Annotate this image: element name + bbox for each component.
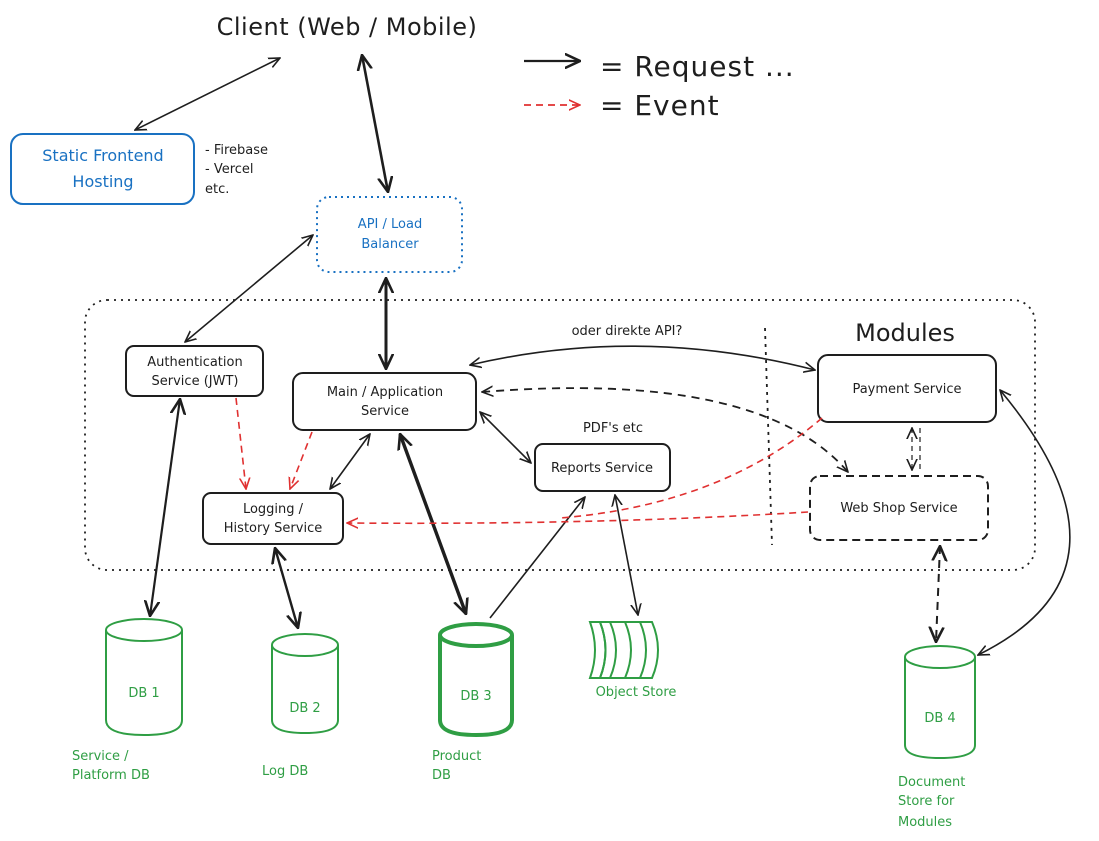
frontend-note-1: - Firebase xyxy=(205,143,268,158)
api-gateway-box xyxy=(316,196,463,273)
auth-label-1: Authentication xyxy=(147,355,242,370)
arrow-api-auth xyxy=(185,235,313,342)
payment-label: Payment Service xyxy=(852,382,961,397)
db3-caption-1: Product xyxy=(432,749,481,764)
logging-label-1: Logging / xyxy=(243,502,304,517)
modules-container xyxy=(84,299,1036,571)
reports-note: PDF's etc xyxy=(583,421,643,436)
db4-caption-1: Document xyxy=(898,775,965,790)
objstore-caption: Object Store xyxy=(596,685,677,700)
api-label-2: Balancer xyxy=(361,237,419,252)
legend: = Request ... = Event xyxy=(524,50,795,122)
legend-request-label: = Request ... xyxy=(600,50,795,83)
arrow-main-payment xyxy=(470,345,815,370)
auth-label-2: Service (JWT) xyxy=(152,374,239,389)
event-main-logging xyxy=(290,431,313,489)
api-label-1: API / Load xyxy=(358,217,422,232)
object-store-icon xyxy=(588,621,659,679)
arrow-reports-objstore xyxy=(615,495,638,615)
event-payment-logging xyxy=(559,417,823,519)
frontend-box xyxy=(10,133,195,205)
db2-label: DB 2 xyxy=(289,701,320,716)
logging-label-2: History Service xyxy=(224,521,322,536)
event-webshop-logging xyxy=(347,511,809,523)
db2-cylinder xyxy=(271,633,339,735)
db4-cylinder xyxy=(904,645,976,760)
arrow-db3-reports xyxy=(489,497,585,619)
direct-api-note: oder direkte API? xyxy=(572,324,683,339)
legend-event-label: = Event xyxy=(600,89,720,122)
frontend-note-3: etc. xyxy=(205,182,229,197)
arrow-webshop-db4 xyxy=(936,546,940,642)
db1-label: DB 1 xyxy=(128,686,159,701)
event-auth-logging xyxy=(235,397,246,489)
db4-caption-2: Store for xyxy=(898,794,955,809)
event-arrows xyxy=(235,397,823,523)
auth-service-box xyxy=(125,345,264,397)
main-label-2: Service xyxy=(361,404,409,419)
modules-title: Modules xyxy=(855,319,955,347)
webshop-label: Web Shop Service xyxy=(840,501,957,516)
frontend-note-2: - Vercel xyxy=(205,162,254,177)
arrow-client-frontend xyxy=(135,58,280,130)
arrow-auth-db1 xyxy=(150,399,180,616)
db4-caption-3: Modules xyxy=(898,815,952,830)
dashed-request-arrows xyxy=(482,388,940,642)
logging-service-box xyxy=(202,492,344,545)
main-label-1: Main / Application xyxy=(327,385,443,400)
db1-caption-1: Service / xyxy=(72,749,129,764)
db3-caption-2: DB xyxy=(432,768,451,783)
payment-webshop-link xyxy=(912,428,921,470)
frontend-label-2: Hosting xyxy=(72,172,133,191)
arrow-main-webshop xyxy=(482,388,848,472)
arrow-main-logging xyxy=(330,434,370,489)
arrow-client-api xyxy=(362,55,388,192)
client-title: Client (Web / Mobile) xyxy=(217,13,478,41)
db1-caption-2: Platform DB xyxy=(72,768,150,783)
db1-cylinder xyxy=(105,618,183,737)
db4-label: DB 4 xyxy=(924,711,955,726)
arrow-payment-db4 xyxy=(978,390,1071,655)
db2-caption: Log DB xyxy=(262,764,308,779)
db3-label: DB 3 xyxy=(460,689,491,704)
arrow-logging-db2 xyxy=(275,548,298,628)
main-service-box xyxy=(292,372,477,431)
reports-label: Reports Service xyxy=(551,461,653,476)
frontend-label-1: Static Frontend xyxy=(42,146,163,165)
db3-cylinder xyxy=(438,622,514,738)
arrow-main-reports xyxy=(480,412,531,463)
